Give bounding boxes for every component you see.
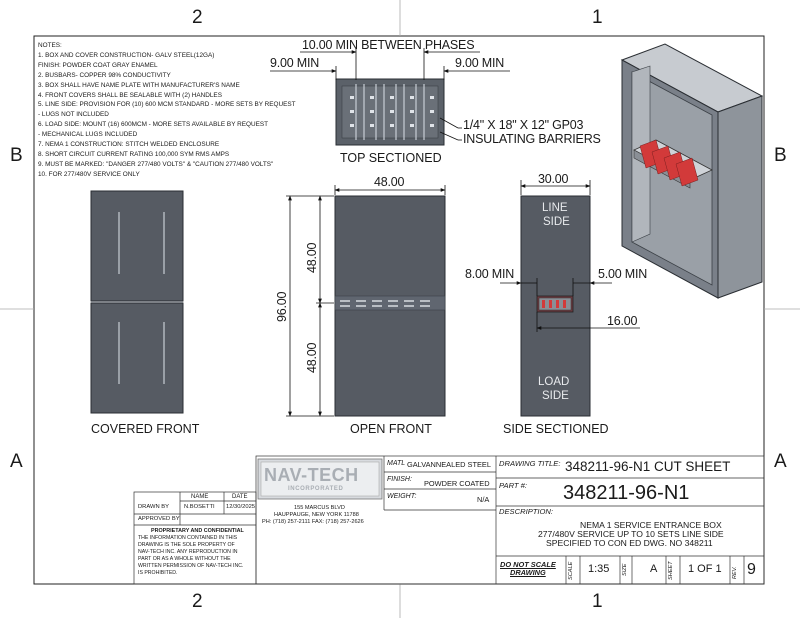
- note-line: 7. NEMA 1 CONSTRUCTION: STITCH WELDED EN…: [38, 141, 220, 149]
- note-line: 8. SHORT CIRCUIT CURRENT RATING 100,000 …: [38, 150, 230, 158]
- part-number: 348211-96-N1: [563, 482, 690, 504]
- note-line: 10. FOR 277/480V SERVICE ONLY: [38, 170, 140, 178]
- height-upper-dim: 48.00: [305, 242, 319, 273]
- material-value: GALVANNEALED STEEL: [407, 460, 491, 469]
- finish-label: FINISH:: [387, 476, 412, 483]
- proprietary-text: PART OR AS A WHOLE WITHOUT THE: [138, 556, 231, 562]
- depth-dim: 30.00: [538, 172, 569, 186]
- open-front-view: [286, 185, 446, 417]
- company-phone-fax: PH: (718) 257-2111 FAX: (718) 257-2626: [262, 519, 364, 525]
- note-line: FINISH: POWDER COAT GRAY ENAMEL: [38, 61, 158, 69]
- company-logo: NAV-TECH: [264, 465, 359, 485]
- covered-front-view: [90, 190, 184, 414]
- scale-label: SCALE: [568, 561, 574, 580]
- sheet-label: SHEET: [668, 561, 674, 580]
- general-notes: NOTES: 1. BOX AND COVER CONSTRUCTION- GA…: [38, 41, 296, 180]
- title-block-grid: [133, 455, 765, 585]
- zone-label-right-b: B: [774, 145, 787, 166]
- part-number-label: PART #:: [499, 481, 527, 490]
- zone-label-top-1: 1: [592, 7, 603, 28]
- description-line: 277/480V SERVICE UP TO 10 SETS LINE SIDE: [538, 529, 724, 539]
- height-lower-dim: 48.00: [305, 342, 319, 373]
- description-line: NEMA 1 SERVICE ENTRANCE BOX: [580, 520, 722, 530]
- open-front-caption: OPEN FRONT: [350, 422, 432, 436]
- revision-value: 9: [747, 561, 756, 578]
- drawn-by-name: N.BOSETTI: [184, 504, 215, 510]
- company-logo-subtitle: INCORPORATED: [288, 486, 344, 492]
- approved-by-label: APPROVED BY: [138, 516, 180, 522]
- name-header: NAME: [191, 494, 209, 500]
- drawing-title: 348211-96-N1 CUT SHEET: [565, 459, 731, 474]
- phase-spacing-dim: 10.00 MIN BETWEEN PHASES: [302, 38, 475, 52]
- weight-label: WEIGHT:: [387, 493, 417, 500]
- side-sectioned-caption: SIDE SECTIONED: [503, 422, 609, 436]
- size-value: A: [650, 563, 658, 575]
- isometric-view: [620, 43, 764, 299]
- finish-value: POWDER COATED: [424, 479, 490, 488]
- side-right-min-dim: 5.00 MIN: [598, 267, 648, 281]
- revision-label: REV.: [732, 566, 738, 579]
- weight-value: N/A: [477, 495, 490, 504]
- company-address: HAUPPAUGE, NEW YORK 11788: [274, 512, 359, 518]
- zone-label-bottom-2: 2: [192, 591, 203, 612]
- zone-label-top-2: 2: [192, 7, 203, 28]
- width-dim: 48.00: [374, 175, 405, 189]
- zone-label-right-a: A: [774, 451, 787, 472]
- side-sectioned-view: [500, 180, 640, 417]
- proprietary-text: DRAWING IS THE SOLE PROPERTY OF: [138, 542, 235, 548]
- note-line: 4. FRONT COVERS SHALL BE SEALABLE WITH (…: [38, 91, 222, 99]
- covered-front-caption: COVERED FRONT: [91, 422, 200, 436]
- do-not-scale-note: DO NOT SCALE: [500, 560, 556, 569]
- logo-plate: [257, 458, 383, 500]
- top-sectioned-view: [270, 48, 510, 146]
- company-address: 155 MARCUS BLVD: [294, 505, 345, 511]
- note-line: 2. BUSBARS- COPPER 98% CONDUCTIVITY: [38, 71, 171, 79]
- zone-label-bottom-1: 1: [592, 591, 603, 612]
- load-side-label: SIDE: [542, 390, 569, 402]
- note-line: 1. BOX AND COVER CONSTRUCTION- GALV STEE…: [38, 51, 215, 59]
- zone-label-left-b: B: [10, 145, 23, 166]
- drawing-title-label: DRAWING TITLE:: [499, 459, 561, 468]
- left-clearance-dim: 9.00 MIN: [270, 56, 320, 70]
- line-side-label: SIDE: [543, 216, 570, 228]
- zone-label-left-a: A: [10, 451, 23, 472]
- top-sectioned-caption: TOP SECTIONED: [340, 151, 442, 165]
- note-line: 5. LINE SIDE: PROVISION FOR (10) 600 MCM…: [38, 101, 296, 109]
- proprietary-text: IS PROHIBITED.: [138, 570, 178, 576]
- description-line: SPECIFIED TO CON ED DWG. NO 348211: [546, 538, 713, 548]
- proprietary-title: PROPRIETARY AND CONFIDENTIAL: [151, 528, 244, 534]
- description-label: DESCRIPTION:: [499, 507, 554, 516]
- side-offset-dim: 16.00: [607, 314, 638, 328]
- height-total-dim: 96.00: [275, 291, 289, 322]
- date-header: DATE: [232, 494, 248, 500]
- line-side-label: LINE: [542, 202, 568, 214]
- do-not-scale-note: DRAWING: [510, 568, 546, 577]
- load-side-label: LOAD: [538, 376, 570, 388]
- scale-value: 1:35: [588, 563, 610, 575]
- proprietary-text: THE INFORMATION CONTAINED IN THIS: [138, 535, 238, 541]
- notes-heading: NOTES:: [38, 42, 62, 49]
- note-line: - LUGS NOT INCLUDED: [38, 111, 109, 119]
- sheet-value: 1 OF 1: [688, 563, 722, 575]
- material-label: MATL: [387, 460, 406, 467]
- barrier-note: INSULATING BARRIERS: [463, 132, 601, 146]
- note-line: - MECHANICAL LUGS INCLUDED: [38, 131, 138, 139]
- drawn-by-label: DRAWN BY: [138, 504, 170, 510]
- side-left-min-dim: 8.00 MIN: [465, 267, 515, 281]
- note-line: 6. LOAD SIDE: MOUNT (16) 600MCM - MORE S…: [38, 121, 269, 129]
- note-line: 3. BOX SHALL HAVE NAME PLATE WITH MANUFA…: [38, 81, 240, 89]
- size-label: SIZE: [622, 563, 628, 576]
- proprietary-text: NAV-TECH INC. ANY REPRODUCTION IN: [138, 549, 238, 555]
- proprietary-text: WRITTEN PERMISSION OF NAV-TECH INC.: [138, 563, 244, 569]
- barrier-note: 1/4" X 18" X 12" GP03: [463, 118, 584, 132]
- right-clearance-dim: 9.00 MIN: [455, 56, 505, 70]
- note-line: 9. MUST BE MARKED: "DANGER 277/480 VOLTS…: [38, 160, 274, 168]
- drawn-date: 12/30/2025: [226, 504, 256, 510]
